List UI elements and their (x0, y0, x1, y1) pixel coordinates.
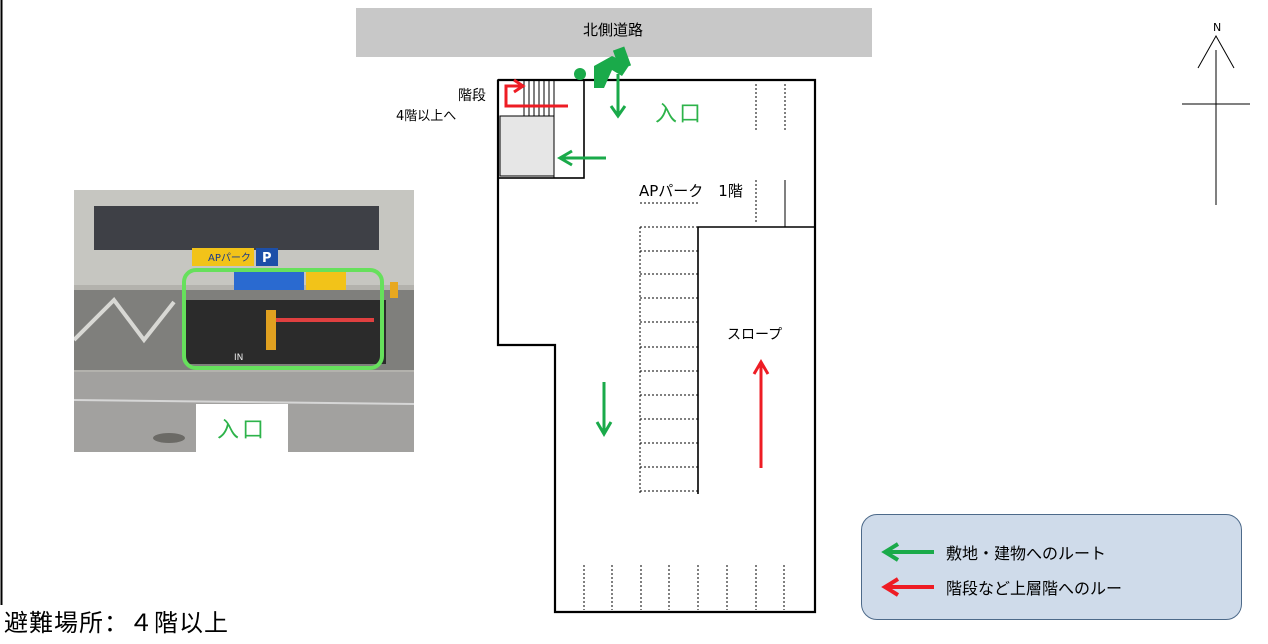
stairs-sub-label: 4階以上へ (396, 109, 457, 124)
stairs-label: 階段 (458, 88, 486, 104)
photo-sign-letter: P (262, 251, 272, 266)
green-route-arrows (557, 74, 627, 437)
building-outline (496, 78, 817, 614)
floor-label: APパーク 1階 (639, 182, 743, 200)
north-road-label: 北側道路 (583, 21, 644, 39)
stair-block (497, 79, 585, 179)
photo-entrance-label: 入口 (196, 404, 288, 452)
legend-label-building-route: 敷地・建物へのルート (946, 544, 1107, 563)
route-legend: 敷地・建物へのルート 階段など上層階へのルー (861, 514, 1242, 620)
parking-stalls-top (640, 84, 786, 224)
legend-item-upper-floor-route: 階段など上層階へのルー (880, 575, 1122, 599)
north-road (356, 8, 872, 57)
compass-icon (1182, 34, 1250, 205)
entrance-photo: APパーク P IN 入口 (74, 190, 414, 452)
map-entrance-label: 入口 (655, 102, 704, 127)
pedestrian-icon (574, 46, 632, 88)
evacuation-site-label: 避難場所：４階以上 (4, 609, 229, 637)
parking-stalls-bottom (583, 565, 785, 610)
photo-pavement-text: IN (234, 353, 243, 363)
slope-label: スロープ (727, 327, 783, 343)
red-route-arrows (504, 78, 770, 468)
compass-north-label: N (1213, 21, 1222, 34)
green-arrow-icon (881, 542, 934, 562)
legend-item-building-route: 敷地・建物へのルート (880, 540, 1106, 564)
entrance-highlight-frame (182, 268, 384, 370)
red-arrow-icon (881, 577, 934, 597)
parking-stalls-left (639, 226, 698, 494)
photo-sign-text: APパーク (208, 252, 251, 264)
ramp-inner-wall (697, 226, 815, 494)
legend-label-upper-floor-route: 階段など上層階へのルー (946, 579, 1123, 598)
